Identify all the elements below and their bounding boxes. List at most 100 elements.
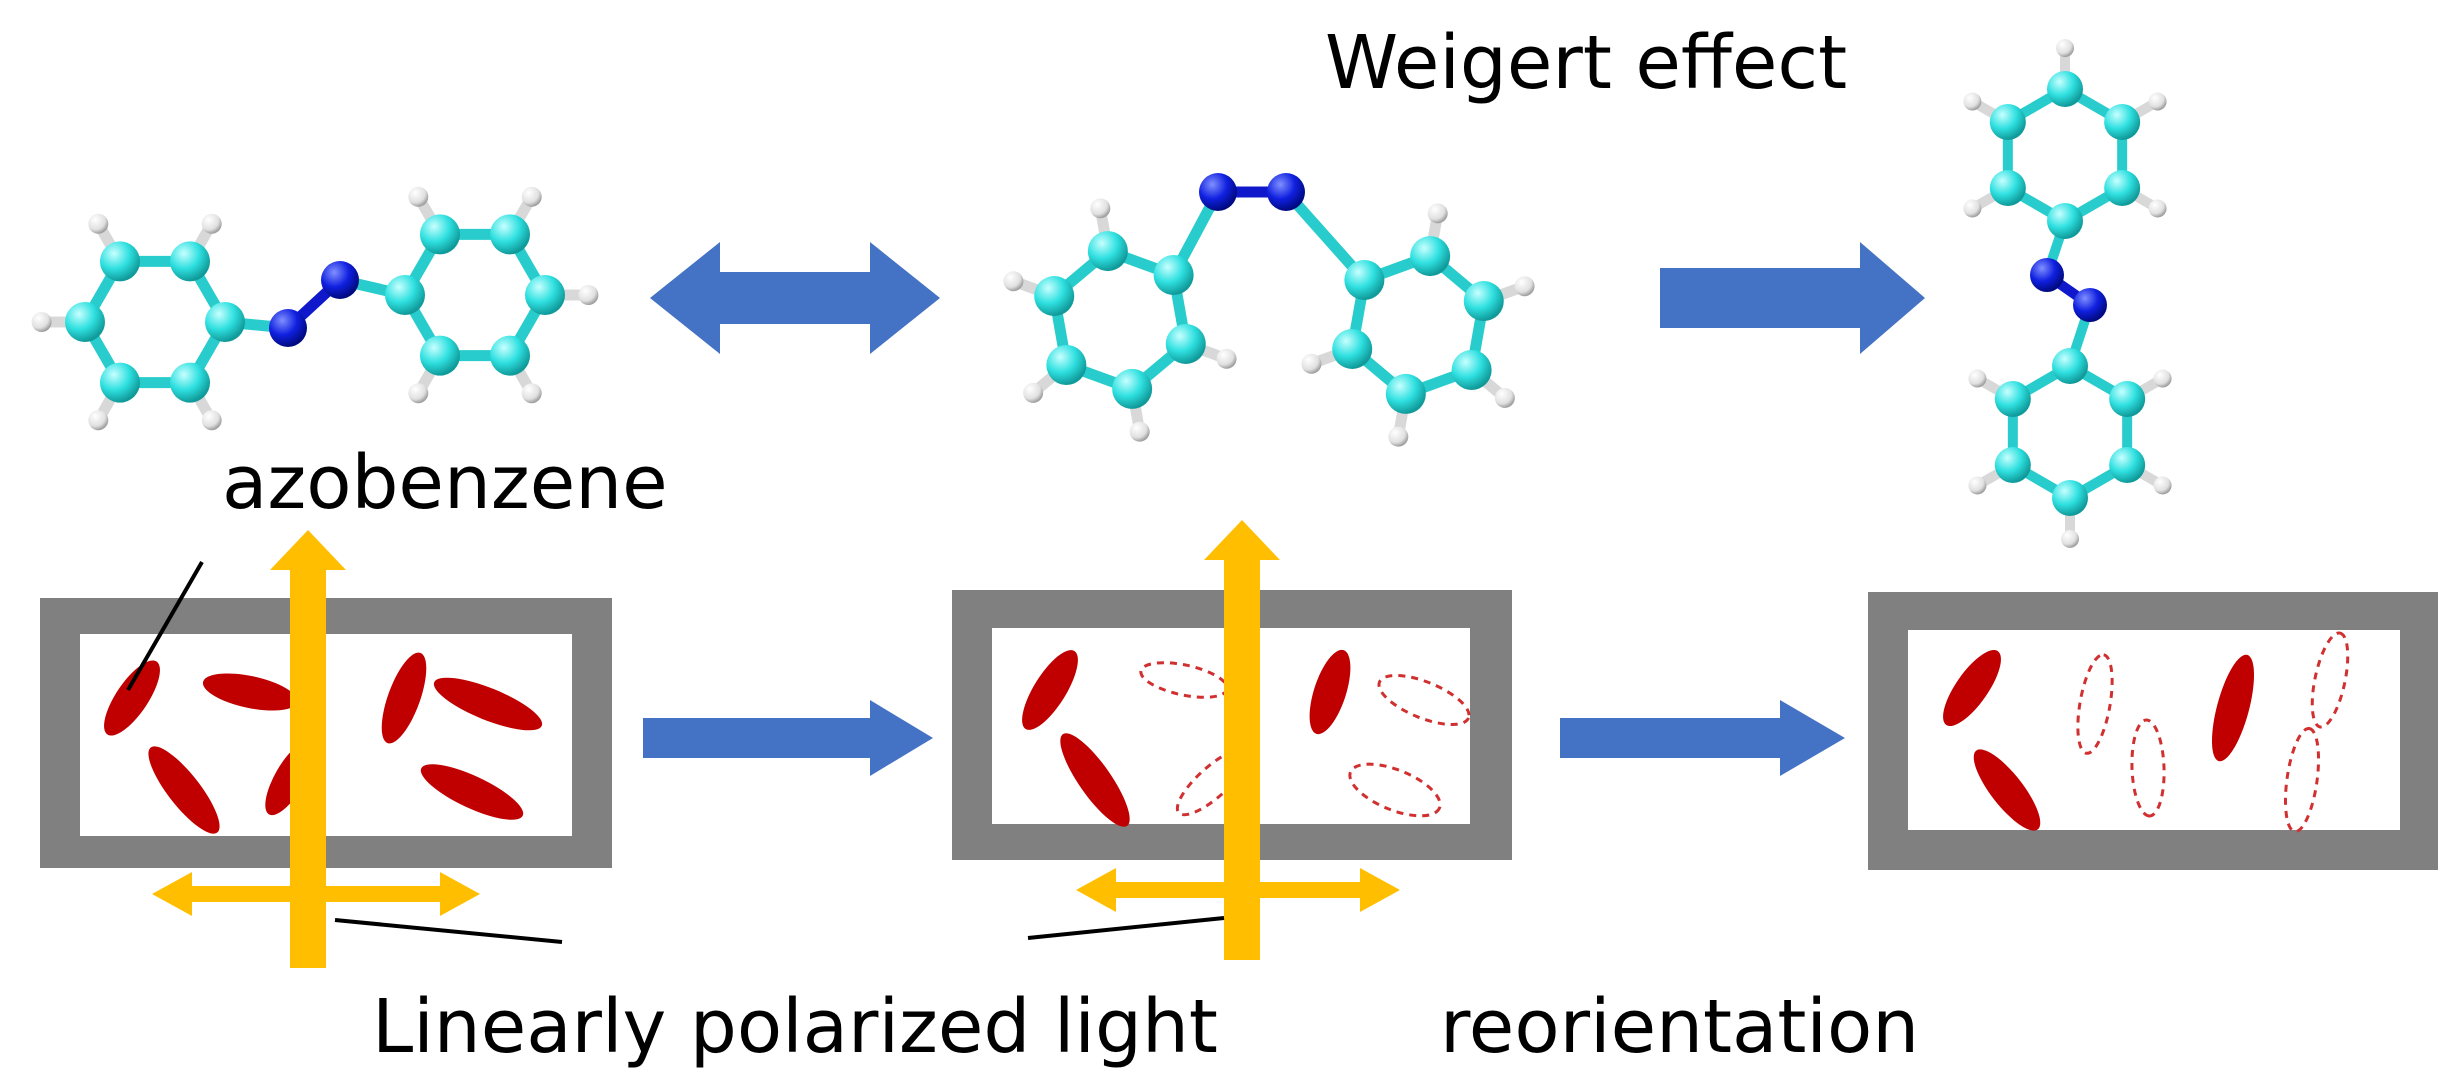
hydrogen-atom — [88, 213, 109, 234]
carbon-atom — [1994, 381, 2031, 417]
hydrogen-atom — [578, 285, 599, 305]
azobenzene-molecule-ellipse — [202, 673, 298, 711]
carbon-atom — [385, 275, 425, 315]
carbon-atom — [65, 302, 105, 342]
carbon-atom — [1463, 281, 1504, 322]
carbon-atom — [1112, 368, 1153, 409]
azobenzene-molecule-ellipse — [420, 764, 524, 820]
azobenzene-molecule-ellipse — [1943, 650, 2001, 726]
hydrogen-atom — [2061, 529, 2079, 548]
azobenzene-molecule-ellipse — [1022, 650, 1078, 730]
hydrogen-atom — [1968, 476, 1987, 495]
azobenzene-leader-line — [126, 560, 204, 692]
hydrogen-atom — [2056, 39, 2074, 58]
hydrogen-atom — [2153, 369, 2172, 388]
azobenzene-molecule-ellipse — [104, 660, 160, 736]
polarized-light-1 — [152, 530, 480, 968]
hydrogen-atom — [1968, 369, 1987, 388]
hydrogen-atom — [1494, 387, 1515, 408]
carbon-atom — [2104, 170, 2141, 206]
carbon-atom — [420, 214, 460, 255]
hydrogen-atom — [1216, 348, 1237, 369]
carbon-atom — [1994, 447, 2031, 483]
carbon-atom — [2109, 381, 2146, 417]
carbon-atom — [1153, 255, 1194, 296]
carbon-atom — [2052, 348, 2088, 384]
process-arrow-2 — [1560, 700, 1845, 776]
azobenzene-molecule-ellipse — [433, 677, 543, 731]
nitrogen-atom — [2073, 288, 2107, 322]
light-beam-arrow — [270, 530, 346, 968]
azobenzene-molecule-ellipse — [148, 746, 220, 834]
carbon-atom — [2052, 480, 2088, 516]
hydrogen-atom — [1388, 426, 1409, 447]
nitrogen-atom — [269, 309, 307, 347]
azobenzene-molecule-ellipse — [1973, 749, 2041, 831]
hydrogen-atom — [1427, 203, 1448, 224]
carbon-atom — [170, 241, 210, 282]
panel-reoriented — [1868, 592, 2438, 870]
carbon-atom — [1385, 373, 1426, 414]
hydrogen-atom — [521, 186, 542, 207]
carbon-atom — [2047, 71, 2083, 107]
carbon-atom — [1410, 236, 1451, 277]
hydrogen-atom — [408, 383, 429, 404]
reoriented-molecule-outline — [2130, 718, 2166, 818]
light-leader-line-1 — [334, 918, 563, 944]
hydrogen-atom — [1963, 92, 1982, 111]
reoriented-molecule-outline — [2310, 631, 2350, 729]
carbon-atom — [1165, 323, 1206, 364]
carbon-atom — [1332, 328, 1373, 369]
light-beam-arrow — [1204, 520, 1280, 960]
hydrogen-atom — [201, 213, 222, 234]
hydrogen-atom — [201, 410, 222, 431]
carbon-atom — [2109, 447, 2146, 483]
reoriented-molecule-outline — [1348, 762, 1442, 818]
hydrogen-atom — [88, 410, 109, 431]
hydrogen-atom — [1514, 276, 1535, 297]
carbon-atom — [2047, 203, 2083, 239]
azobenzene-molecule-ellipse — [381, 652, 427, 744]
cis-azobenzene-molecule — [1003, 173, 1535, 447]
nitrogen-atom — [321, 261, 359, 299]
carbon-atom — [205, 302, 245, 342]
hydrogen-atom — [2148, 92, 2167, 111]
azobenzene-molecule-ellipse — [2211, 654, 2255, 762]
polarization-double-arrow — [1076, 868, 1400, 912]
nitrogen-atom — [1199, 173, 1237, 211]
hydrogen-atom — [1301, 353, 1322, 374]
hydrogen-atom — [1003, 271, 1024, 292]
hydrogen-atom — [521, 383, 542, 404]
carbon-atom — [1989, 104, 2026, 140]
hydrogen-atom — [2153, 476, 2172, 495]
carbon-atom — [2104, 104, 2141, 140]
linearly-polarized-light-label: Linearly polarized light — [372, 984, 1218, 1070]
reorientation-arrow-top — [1660, 242, 1925, 354]
weigert-effect-title: Weigert effect — [1325, 20, 1847, 106]
hydrogen-atom — [2148, 199, 2167, 218]
carbon-atom — [1451, 349, 1492, 390]
carbon-atom — [100, 362, 140, 403]
light-leader-line-2 — [1027, 916, 1225, 940]
azobenzene-molecule-ellipse — [1060, 733, 1130, 827]
azobenzene-molecules — [104, 652, 543, 834]
azobenzene-molecule-ellipse — [1309, 649, 1351, 735]
carbon-atom — [100, 241, 140, 282]
reoriented-trans-azobenzene-molecule — [1963, 39, 2172, 548]
hydrogen-atom — [1023, 382, 1044, 403]
reoriented-molecule-outline — [2283, 726, 2321, 834]
hydrogen-atom — [31, 312, 52, 332]
carbon-atom — [170, 362, 210, 403]
double-headed-isomerization-arrow — [650, 242, 940, 354]
carbon-atom — [1087, 231, 1128, 272]
nitrogen-atom — [1267, 173, 1305, 211]
carbon-atom — [1034, 276, 1075, 317]
polarization-double-arrow — [152, 872, 480, 916]
reoriented-molecule-outline — [1377, 673, 1471, 727]
hydrogen-atom — [1090, 198, 1111, 219]
trans-azobenzene-molecule — [31, 186, 599, 431]
azobenzene-label: azobenzene — [222, 440, 668, 526]
hydrogen-atom — [408, 186, 429, 207]
carbon-atom — [1046, 344, 1087, 385]
